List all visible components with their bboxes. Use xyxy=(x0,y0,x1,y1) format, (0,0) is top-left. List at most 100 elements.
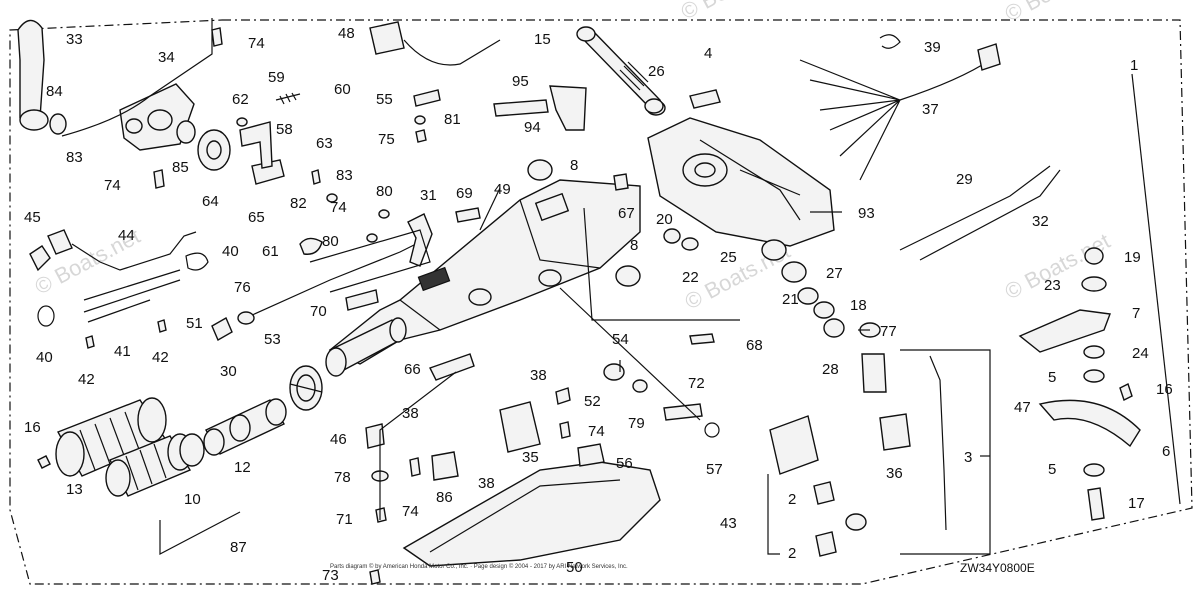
callout: 42 xyxy=(152,349,169,366)
clamp-39 xyxy=(879,34,901,49)
bushing-8-top xyxy=(527,159,553,181)
washer-79 xyxy=(632,379,648,393)
wire-41 xyxy=(83,269,181,323)
cable-32 xyxy=(919,169,1061,261)
tiller-bracket xyxy=(647,117,835,247)
washer-23 xyxy=(1081,276,1107,292)
tiller-handle-body xyxy=(325,179,641,377)
stop-switch xyxy=(861,353,887,393)
clip-4 xyxy=(689,89,721,109)
bracket-58 xyxy=(239,121,273,169)
diagram-code: ZW34Y0800E xyxy=(960,561,1035,575)
callout: 67 xyxy=(618,205,635,222)
friction-drum xyxy=(289,365,323,411)
decal-68 xyxy=(689,333,715,345)
plate-7 xyxy=(1018,309,1111,353)
callout: 2 xyxy=(788,545,796,562)
callout: 76 xyxy=(234,279,251,296)
callout: 43 xyxy=(720,515,737,532)
callout: 38 xyxy=(478,475,495,492)
callout: 3 xyxy=(964,449,972,466)
collar-76 xyxy=(237,311,255,325)
bushing-25 xyxy=(761,239,787,261)
bolt-16-left xyxy=(37,455,51,469)
leader-lines xyxy=(159,73,1181,555)
callout: 2 xyxy=(788,491,796,508)
callout: 66 xyxy=(404,361,421,378)
callout: 28 xyxy=(822,361,839,378)
bolt-74-top xyxy=(211,27,223,47)
bolt-74-left xyxy=(153,169,165,189)
cable-34 xyxy=(61,18,213,137)
callout: 40 xyxy=(222,243,239,260)
callout: 24 xyxy=(1132,345,1149,362)
screw-42-b xyxy=(157,319,167,333)
callout: 23 xyxy=(1044,277,1061,294)
callout: 17 xyxy=(1128,495,1145,512)
ring-10 xyxy=(179,433,205,467)
callout: 4 xyxy=(704,45,712,62)
tube-36 xyxy=(879,413,911,451)
bolt-74-mid xyxy=(409,457,421,477)
callout: 22 xyxy=(682,269,699,286)
bolt-95 xyxy=(493,99,549,117)
callout: 5 xyxy=(1048,369,1056,386)
washer-26 xyxy=(644,98,664,114)
callout: 93 xyxy=(858,205,875,222)
callout: 18 xyxy=(850,297,867,314)
o-ring xyxy=(845,513,867,531)
grommet-86 xyxy=(431,451,459,481)
switch-45 xyxy=(29,229,197,272)
clamp-66 xyxy=(429,353,475,381)
callout: 33 xyxy=(66,31,83,48)
callout: 56 xyxy=(616,455,633,472)
screw-75 xyxy=(415,129,427,143)
callout: 39 xyxy=(924,39,941,56)
bracket-47-line xyxy=(900,349,991,555)
callout: 86 xyxy=(436,489,453,506)
assembly-border xyxy=(9,19,1193,585)
spring-17 xyxy=(1087,487,1105,521)
callout: 81 xyxy=(444,111,461,128)
washer-80-a xyxy=(378,209,390,219)
bushing-8-mid xyxy=(615,265,641,287)
callout: 74 xyxy=(588,423,605,440)
wire-48 xyxy=(403,39,501,66)
callout: 82 xyxy=(290,195,307,212)
callout: 77 xyxy=(880,323,897,340)
link-plate xyxy=(309,229,431,293)
key-2-bot xyxy=(815,531,837,557)
callout: 32 xyxy=(1032,213,1049,230)
callout: 57 xyxy=(706,461,723,478)
callout: 6 xyxy=(1162,443,1170,460)
callout: 25 xyxy=(720,249,737,266)
watermark: © Boats.net xyxy=(1001,0,1115,26)
lanyard-3 xyxy=(929,355,947,531)
washer-84 xyxy=(49,113,67,135)
spring-60 xyxy=(275,92,301,105)
callout: 71 xyxy=(336,511,353,528)
callout: 74 xyxy=(248,35,265,52)
washer-22 xyxy=(681,237,699,251)
throttle-shaft-12 xyxy=(203,398,287,456)
callout: 55 xyxy=(376,91,393,108)
washer-24 xyxy=(1083,345,1105,359)
clip-40-left xyxy=(37,305,55,327)
lower-cover-50 xyxy=(402,461,661,567)
callout: 50 xyxy=(566,559,583,576)
callout: 31 xyxy=(420,187,437,204)
callout: 15 xyxy=(534,31,551,48)
callout: 40 xyxy=(36,349,53,366)
callout: 68 xyxy=(746,337,763,354)
callout: 21 xyxy=(782,291,799,308)
callout: 63 xyxy=(316,135,333,152)
callout: 51 xyxy=(186,315,203,332)
gear-64 xyxy=(197,129,231,171)
callout: 36 xyxy=(886,465,903,482)
decal-67 xyxy=(613,173,629,191)
decal-70 xyxy=(345,289,379,311)
copyright-note: Parts diagram © by American Honda Motor … xyxy=(330,563,628,570)
collar-27 xyxy=(781,261,807,283)
callout: 52 xyxy=(584,393,601,410)
